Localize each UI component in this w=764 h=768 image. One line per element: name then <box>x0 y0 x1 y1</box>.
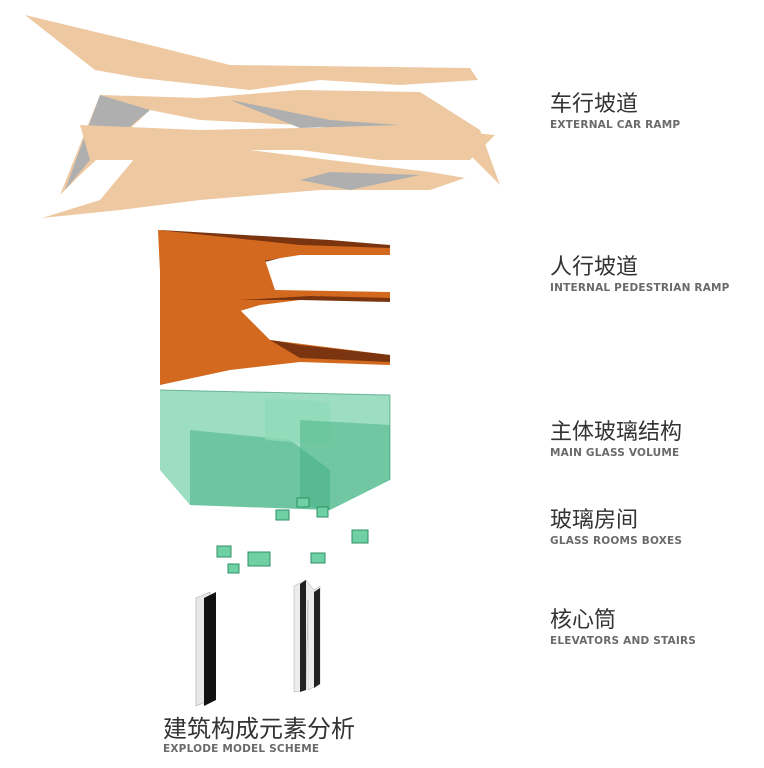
label-en: MAIN GLASS VOLUME <box>550 447 680 459</box>
label-en: ELEVATORS AND STAIRS <box>550 635 697 647</box>
layer-label-pedestrian-ramp: 人行坡道 INTERNAL PEDESTRIAN RAMP <box>550 255 730 294</box>
layer-label-glass-volume: 主体玻璃结构 MAIN GLASS VOLUME <box>550 420 682 459</box>
title-cn: 建筑构成元素分析 <box>163 715 355 743</box>
internal-pedestrian-ramp <box>158 230 390 385</box>
external-car-ramp <box>25 15 500 218</box>
title-en: EXPLODE MODEL SCHEME <box>163 743 320 755</box>
glass-room-boxes <box>216 497 369 574</box>
layer-label-glass-rooms: 玻璃房间 GLASS ROOMS BOXES <box>550 508 682 547</box>
label-cn: 主体玻璃结构 <box>550 420 683 445</box>
label-cn: 人行坡道 <box>550 255 639 280</box>
elevator-stair-cores <box>195 579 321 707</box>
label-cn: 核心筒 <box>550 608 617 633</box>
label-cn: 玻璃房间 <box>550 508 639 533</box>
main-glass-volume <box>159 389 391 510</box>
layer-label-cores: 核心筒 ELEVATORS AND STAIRS <box>550 608 696 647</box>
diagram-title: 建筑构成元素分析 EXPLODE MODEL SCHEME <box>163 716 355 755</box>
label-cn: 车行坡道 <box>550 92 639 117</box>
label-en: INTERNAL PEDESTRIAN RAMP <box>550 282 730 294</box>
label-en: EXTERNAL CAR RAMP <box>550 119 681 131</box>
label-en: GLASS ROOMS BOXES <box>550 535 683 547</box>
layer-label-car-ramp: 车行坡道 EXTERNAL CAR RAMP <box>550 92 680 131</box>
